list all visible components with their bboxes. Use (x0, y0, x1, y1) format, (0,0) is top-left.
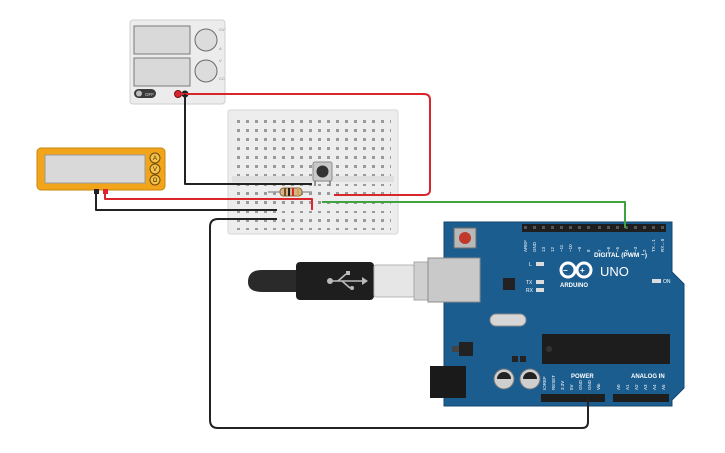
knob-label-cv: CV (219, 27, 225, 32)
pin-label-tx: TX→1 (651, 239, 656, 252)
pin-label-12: 12 (550, 246, 555, 252)
wire-red-supply[interactable] (178, 93, 431, 196)
power-label: POWER (571, 374, 594, 380)
pin-label-8: 8 (586, 249, 591, 252)
breadboard[interactable] (227, 109, 399, 235)
led-l-label: L (529, 262, 532, 268)
knob-label-v: V (219, 58, 222, 63)
arduino-uno[interactable]: AREF GND 13 12 ~11 ~10 ~9 8 7 ~6 ~5 4 ~3… (427, 221, 685, 407)
svg-text:−: − (563, 266, 568, 275)
pin-label-reset: RESET (551, 375, 556, 390)
brand-label: ARDUINO (560, 283, 588, 289)
wire-black-ground[interactable] (209, 218, 589, 429)
mode-v-label: V (153, 167, 157, 173)
pin-label-a1: A1 (625, 384, 630, 390)
mode-a-button[interactable] (149, 152, 161, 164)
pin-label-aref: AREF (523, 240, 528, 252)
usb-chip (503, 278, 515, 290)
pin-label-6: ~6 (606, 246, 611, 252)
led-rx (536, 288, 544, 292)
led-l (536, 262, 544, 266)
multimeter-com-probe[interactable] (94, 189, 99, 194)
digital-header[interactable] (522, 224, 666, 232)
pin-label-3v3: 3.3V (560, 381, 565, 390)
multimeter-display (44, 154, 146, 184)
pin-label-a3: A3 (643, 384, 648, 390)
analog-header[interactable] (613, 394, 669, 402)
multimeter-positive-probe[interactable] (103, 189, 108, 194)
arduino-logo-icon (559, 261, 593, 279)
pin-label-10: ~10 (568, 244, 573, 252)
wire-red-multimeter[interactable] (104, 192, 313, 210)
mode-v-button[interactable] (149, 163, 161, 175)
led-tx-label: TX (526, 280, 533, 286)
pin-label-ioref: IOREF (542, 376, 547, 390)
breadboard-bottom-rails[interactable] (235, 211, 391, 230)
pin-label-a4: A4 (652, 384, 657, 390)
power-jack[interactable] (430, 366, 466, 398)
pin-label-2: 2 (642, 249, 647, 252)
pin-label-a2: A2 (634, 384, 639, 390)
model-label: UNO (600, 264, 629, 279)
wire-green-signal[interactable] (322, 201, 626, 228)
pin-label-gnd2: GND (587, 379, 592, 390)
pin-label-13: 13 (541, 246, 546, 252)
pin-label-11: ~11 (559, 244, 564, 252)
pin-label-gnd: GND (532, 241, 537, 252)
wire-black-supply[interactable] (184, 94, 312, 185)
pin-label-9: ~9 (577, 246, 582, 252)
power-switch-label: OFF (145, 92, 154, 97)
pin-label-gnd1: GND (578, 379, 583, 390)
resistor[interactable] (268, 187, 312, 197)
pin-label-3: ~3 (633, 246, 638, 252)
atmega-chip (542, 334, 670, 364)
current-knob[interactable] (194, 59, 218, 83)
pin-label-vin: Vin (596, 383, 601, 390)
led-on (652, 279, 661, 283)
pin-label-a5: A5 (661, 384, 666, 390)
wire-black-multimeter[interactable] (95, 192, 277, 211)
analog-label: ANALOG IN (631, 374, 665, 380)
power-supply[interactable]: CV A V CC OFF (129, 19, 226, 105)
pin-label-rx: RX←0 (660, 238, 665, 252)
pin-label-5v: 5V (569, 384, 574, 390)
digital-label: DIGITAL (PWM ~) (594, 252, 647, 259)
led-rx-label: RX (526, 288, 534, 294)
reset-button[interactable] (459, 232, 471, 244)
usb-cable[interactable] (248, 261, 431, 301)
pin-label-4: 4 (624, 249, 629, 252)
pin-label-a0: A0 (616, 384, 621, 390)
knob-label-a: A (219, 46, 222, 51)
multimeter[interactable]: A V Ω (36, 147, 166, 194)
led-on-label: ON (663, 279, 671, 285)
pin-label-5: ~5 (615, 246, 620, 252)
svg-text:+: + (580, 266, 585, 275)
mode-ohm-label: Ω (153, 178, 158, 184)
pushbutton[interactable] (312, 161, 333, 186)
voltage-display (133, 25, 191, 55)
voltage-knob[interactable] (194, 28, 218, 52)
usb-b-socket[interactable] (427, 257, 481, 303)
crystal-oscillator (489, 313, 527, 327)
power-header[interactable] (541, 394, 605, 402)
led-tx (536, 280, 544, 284)
mode-a-label: A (153, 156, 157, 162)
current-display (133, 57, 191, 87)
pin-label-7: 7 (597, 249, 602, 252)
usb-icon (330, 273, 362, 289)
breadboard-top-rails[interactable] (235, 114, 391, 134)
voltage-regulator (459, 342, 473, 356)
knob-label-cc: CC (219, 76, 225, 81)
mode-ohm-button[interactable] (149, 174, 161, 186)
